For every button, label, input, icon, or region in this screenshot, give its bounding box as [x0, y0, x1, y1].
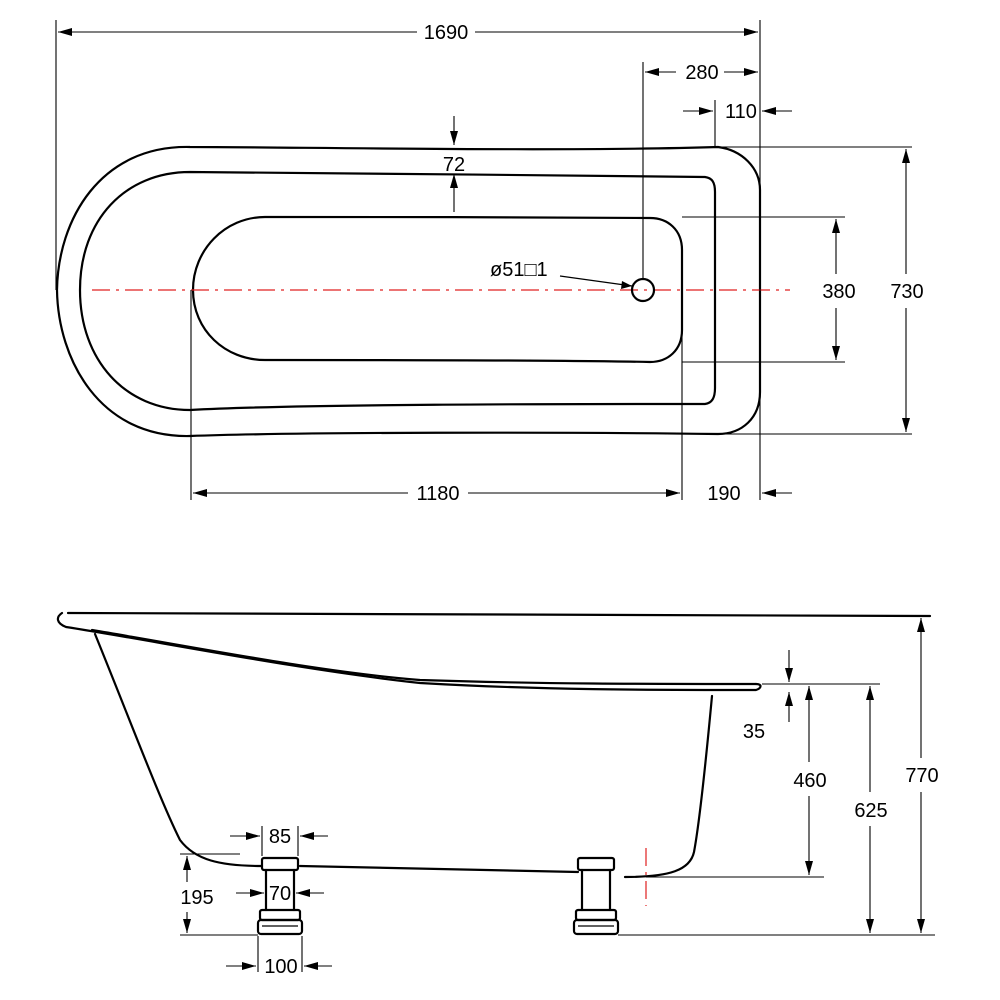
dim-inner-length: 1180 [416, 483, 459, 505]
tub-body [93, 632, 264, 868]
dim-inner-width: 380 [822, 281, 855, 303]
dim-rim-width: 72 [443, 154, 465, 176]
dim-floor-to-rim: 625 [854, 800, 887, 822]
tub-outer-rim [55, 145, 762, 438]
elevation-view: 35 460 625 770 85 70 [56, 611, 939, 978]
dim-foot-top-width: 85 [269, 826, 291, 848]
dim-waste-offset: 280 [685, 62, 718, 84]
dim-floor-to-base: 460 [793, 770, 826, 792]
tub-rim-lip [90, 628, 758, 686]
tub-sloped-back [56, 611, 762, 692]
dim-foot-base-width: 100 [264, 956, 297, 978]
left-foot [256, 856, 304, 936]
dim-overall-height: 770 [905, 765, 938, 787]
tub-inner-rim [78, 170, 717, 412]
tub-body-right [623, 694, 714, 879]
waste-diameter-label: ø51□1 [490, 259, 548, 281]
dim-overall-length: 1690 [424, 22, 469, 44]
dim-overall-width: 730 [890, 281, 923, 303]
tub-basin [191, 215, 684, 364]
tub-rim-top [66, 611, 932, 618]
dim-end-rim: 190 [707, 483, 740, 505]
dim-waste-edge-offset: 110 [725, 101, 757, 123]
dim-foot-height: 195 [180, 887, 213, 909]
dim-rim-drop: 35 [743, 721, 765, 743]
dim-foot-neck-width: 70 [269, 883, 291, 905]
plan-view: 1690 280 110 72 ø51□1 380 [55, 20, 924, 505]
right-foot [572, 856, 620, 936]
waste-leader [559, 275, 633, 287]
